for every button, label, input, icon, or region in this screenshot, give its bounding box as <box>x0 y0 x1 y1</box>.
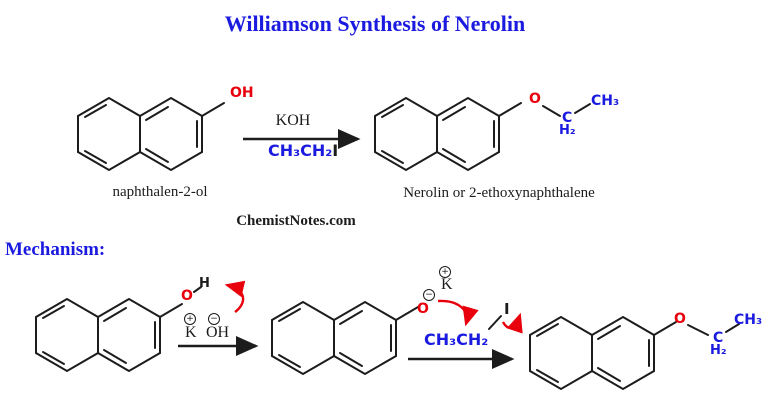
mech2-ethyl-label: CH₃CH₂ <box>424 330 489 349</box>
bond-ch2-i-mech2 <box>488 315 502 330</box>
naphthalene-reactant <box>77 97 225 171</box>
product-h2-label: H₂ <box>559 123 576 138</box>
bond-o-c-product <box>542 105 561 117</box>
mech1-oh-label: OH <box>206 324 230 341</box>
curved-arrow-deprotonation <box>224 280 246 313</box>
mech3-h2-label: H₂ <box>710 343 727 358</box>
naphthalene-mech-step3 <box>529 316 677 390</box>
reaction-arrows <box>178 129 515 369</box>
mech3-ch3-label: CH₃ <box>734 312 763 328</box>
mech1-plus-charge-icon: + <box>184 313 196 325</box>
bond-c-ch3-product <box>574 103 591 114</box>
naphthalene-mech-step1 <box>35 298 183 372</box>
mech1-minus-charge-icon: − <box>208 313 220 325</box>
curved-arrow-alkoxide-attack <box>437 299 479 327</box>
electron-arrows <box>224 280 523 334</box>
reagent-below-arrow: CH₃CH₂I <box>268 141 338 160</box>
naphthalene-mech-step2 <box>271 301 419 375</box>
ethyl-group-label: CH₃CH₂ <box>268 141 333 160</box>
reactant-name-label: naphthalen-2-ol <box>112 184 208 200</box>
iodide-label: I <box>332 141 339 160</box>
mech3-c-label: C <box>713 330 724 346</box>
mech3-o-label: O <box>674 311 686 327</box>
mech1-o-label: O <box>181 288 193 304</box>
mech2-plus-charge-icon: + <box>439 266 451 278</box>
curved-arrow-iodide-leaving <box>501 312 523 334</box>
page-title: Williamson Synthesis of Nerolin <box>224 11 526 36</box>
mech2-k-label: K <box>441 276 453 293</box>
bond-o-c-mech3 <box>687 324 709 336</box>
product-ch3-label: CH₃ <box>591 93 620 109</box>
mechanism-heading: Mechanism: <box>5 239 106 260</box>
mech2-iodide-label: I <box>504 300 510 318</box>
reactant-oh-label: OH <box>230 85 254 101</box>
mech2-o-label: O <box>417 301 429 317</box>
mech1-h-label: H <box>199 276 210 291</box>
product-name-label: Nerolin or 2-ethoxynaphthalene <box>403 185 595 201</box>
reagent-above-arrow: KOH <box>275 112 311 129</box>
substituent-bonds <box>193 103 740 336</box>
product-o-label: O <box>529 91 541 107</box>
mech1-k-label: K <box>185 324 197 341</box>
watermark: ChemistNotes.com <box>236 213 356 229</box>
naphthalene-product <box>374 97 522 171</box>
bond-c-ch3-mech3 <box>725 323 740 333</box>
product-c-label: C <box>562 110 573 126</box>
bond-o-h-mech1 <box>193 286 202 293</box>
mech2-minus-charge-icon: − <box>423 289 435 301</box>
